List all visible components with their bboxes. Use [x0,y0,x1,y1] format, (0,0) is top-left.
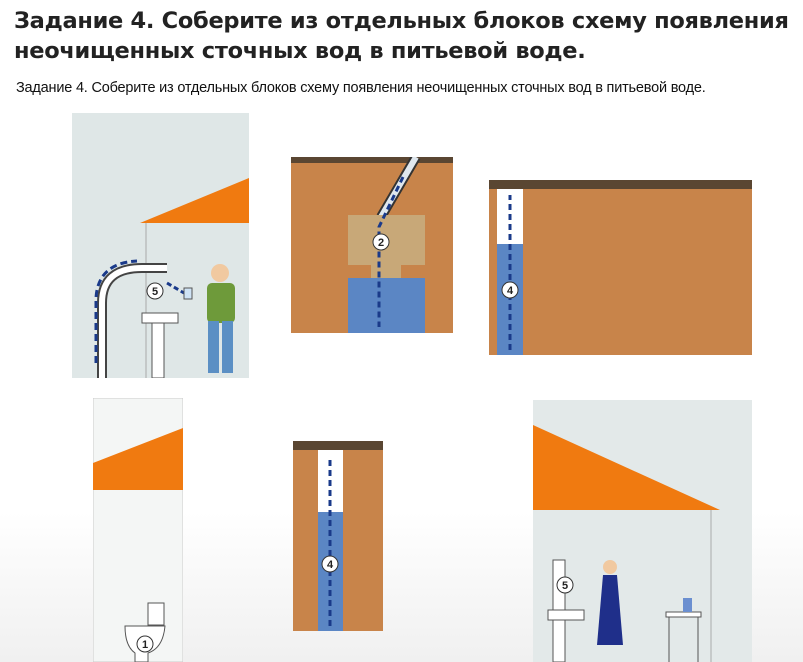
step-number-badge [321,555,339,573]
svg-text:4: 4 [507,285,514,297]
step-number-badge [146,282,164,300]
block-house-man-drinking[interactable]: 5 [72,113,249,378]
task-subtitle: Задание 4. Соберите из отдельных блоков … [16,80,706,96]
step-number-badge [501,281,519,299]
step-number-badge [372,233,390,251]
svg-text:5: 5 [562,580,568,592]
block-well-rising[interactable]: 4 [489,180,752,355]
step-number-badge [556,576,574,594]
svg-text:5: 5 [152,286,158,298]
block-well-column[interactable]: 4 [293,441,383,631]
svg-text:1: 1 [142,639,148,651]
block-soil-filtration[interactable]: 2 [291,157,453,333]
block-house-toilet[interactable]: 1 [93,398,183,662]
page-title: Задание 4. Соберите из отдельных блоков … [14,8,789,64]
svg-text:4: 4 [327,559,334,571]
step-number-badge [136,635,154,653]
svg-text:2: 2 [378,237,384,249]
block-house-woman-drinking[interactable]: 5 [533,400,752,662]
